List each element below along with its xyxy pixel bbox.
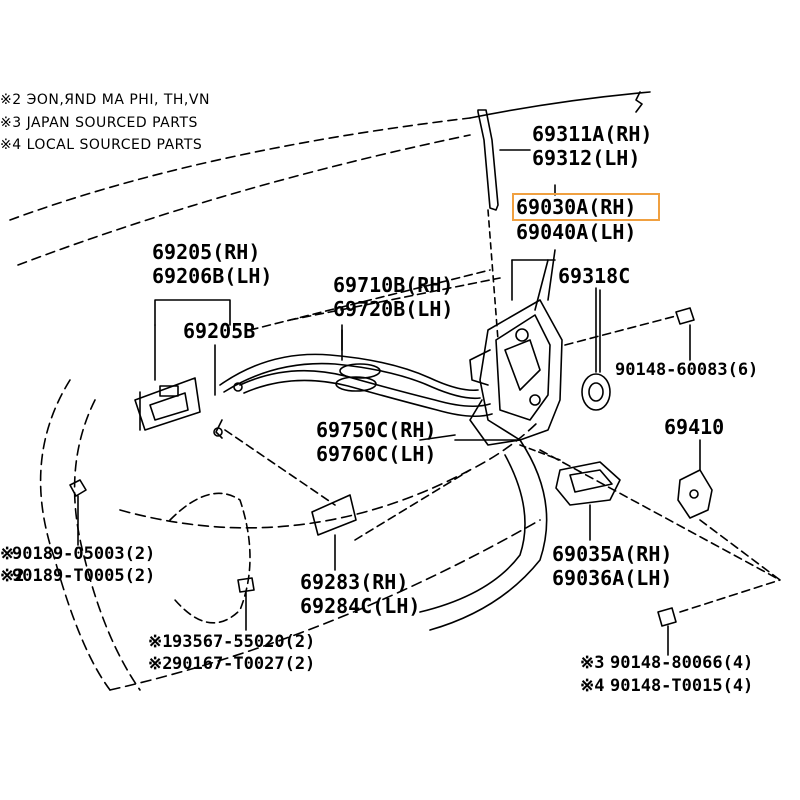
mark-3: ※3: [580, 653, 605, 673]
door-outline-upper: [18, 135, 470, 265]
part-label-90167: 90167-T0027(2): [172, 654, 316, 674]
part-label-69311: 69311A(RH): [532, 122, 653, 146]
door-lock-assembly: [480, 300, 562, 440]
outside-handle: [556, 462, 620, 505]
part-label-69720: 69720B(LH): [333, 297, 454, 321]
part-label-69040: 69040A(LH): [516, 220, 637, 244]
speaker-panel: [170, 493, 250, 623]
cable-69710: [220, 354, 478, 390]
note-3: ※4 LOCAL SOURCED PARTS: [0, 137, 203, 153]
part-label-69750: 69750C(RH): [316, 418, 437, 442]
part-label-90189-05003: 90189-05003(2): [12, 544, 156, 564]
mark-blank: ※: [0, 544, 15, 564]
part-label-69710: 69710B(RH): [333, 273, 454, 297]
part-label-69036: 69036A(LH): [552, 566, 673, 590]
highlight-box: [512, 193, 660, 221]
cable-69750: [240, 371, 490, 407]
part-label-69318: 69318C: [558, 264, 631, 288]
door-inner-left: [75, 400, 140, 690]
part-label-90189-t0005: 90189-T0005(2): [12, 566, 156, 586]
door-outline-left: [41, 380, 110, 690]
mark-1: ※1: [148, 632, 173, 652]
door-inner-curve: [120, 420, 540, 528]
part-label-69410: 69410: [664, 415, 725, 439]
part-label-90148-80066: 90148-80066(4): [610, 653, 754, 673]
handle-bezel: [312, 495, 356, 535]
screw-93567: [238, 578, 254, 592]
screw-90189: [70, 480, 86, 496]
mark-2a: ※2: [0, 566, 25, 586]
part-label-93567: 93567-55020(2): [172, 632, 316, 652]
screw-90148-80066: [658, 608, 676, 626]
part-label-90148-60083: 90148-60083(6): [615, 360, 759, 380]
door-outline-top-right: [470, 92, 650, 118]
door-outer-bottom: [110, 520, 540, 690]
part-label-69283: 69283(RH): [300, 570, 409, 594]
door-frame-right: [430, 440, 547, 630]
part-label-69205b: 69205B: [183, 319, 256, 343]
part-label-69206-lh: 69206B(LH): [152, 264, 273, 288]
lock-rod: [478, 110, 498, 210]
mark-4: ※4: [580, 676, 605, 696]
grommet: [582, 374, 610, 410]
door-frame-right-2: [420, 455, 525, 612]
bolt-90148: [676, 308, 694, 324]
part-label-69035: 69035A(RH): [552, 542, 673, 566]
part-label-69760: 69760C(LH): [316, 442, 437, 466]
door-outline-top: [10, 118, 470, 220]
mark-2b: ※2: [148, 654, 173, 674]
note-1: ※2 ЭОN,ЯND MA PHI, TH,VN: [0, 92, 210, 108]
part-label-69284: 69284C(LH): [300, 594, 421, 618]
part-label-69030: 69030A(RH): [516, 195, 637, 219]
part-label-69205-rh: 69205(RH): [152, 240, 261, 264]
part-label-90148-t0015: 90148-T0015(4): [610, 676, 754, 696]
part-label-69312: 69312(LH): [532, 146, 641, 170]
note-2: ※3 JAPAN SOURCED PARTS: [0, 115, 198, 131]
striker: [678, 470, 712, 518]
